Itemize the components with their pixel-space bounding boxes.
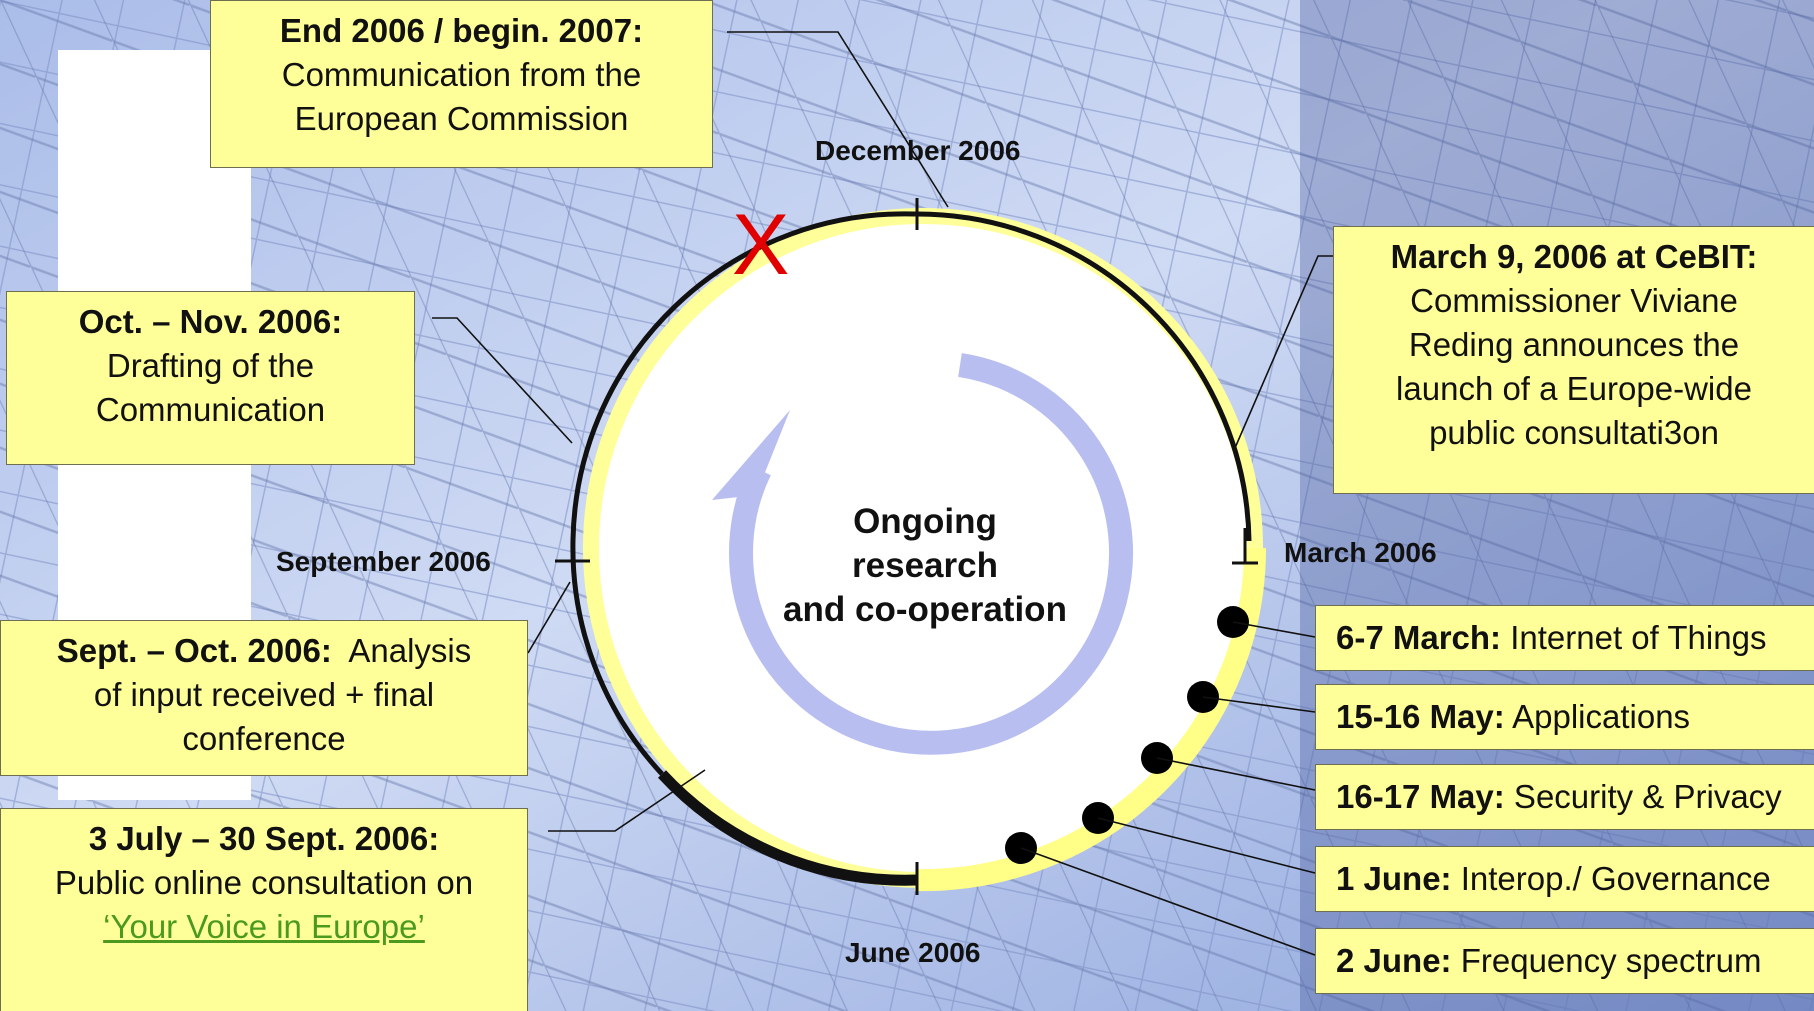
month-label-december: December 2006 <box>815 135 1021 166</box>
connector-end2006 <box>727 31 949 208</box>
box-july-title: 3 July – 30 Sept. 2006: <box>88 820 440 857</box>
connector-octnov <box>432 317 573 444</box>
box-cebit-line2: Commissioner Viviane <box>1410 282 1738 319</box>
arc-september-october <box>570 539 664 776</box>
box-oct-nov-title: Oct. – Nov. 2006: <box>78 303 343 340</box>
box-sept-oct-line3: conference <box>182 720 346 757</box>
connector-event-4 <box>1097 817 1316 874</box>
arc-consultation <box>657 770 918 886</box>
your-voice-in-europe-link[interactable]: ‘Your Voice in Europe’ <box>103 908 425 945</box>
event-2-date: 15-16 May: <box>1336 698 1505 735</box>
box-oct-nov-line3: Communication <box>95 391 326 428</box>
arc-december-september <box>570 211 916 541</box>
event-3-text: Security & Privacy <box>1504 778 1782 815</box>
box-end-2006-line2: Communication from the <box>281 56 642 93</box>
box-cebit-line3: Reding announces the <box>1408 326 1740 363</box>
box-cebit-line5: public consultati3on <box>1429 414 1719 451</box>
connector-septoct <box>527 581 571 654</box>
event-2-text: Applications <box>1504 698 1691 735</box>
box-july-line2: Public online consultation on <box>54 864 474 901</box>
center-line-3: and co-operation <box>783 590 1067 629</box>
center-line-1: Ongoing <box>853 502 997 541</box>
box-sept-oct-title: Sept. – Oct. 2006: <box>56 632 332 669</box>
event-box-2: 15-16 May: Applications <box>1315 684 1814 750</box>
event-box-3: 16-17 May: Security & Privacy <box>1315 764 1814 830</box>
timeline-disc <box>595 220 1251 876</box>
event-5-date: 2 June: <box>1336 942 1452 979</box>
box-end-2006-line3: European Commission <box>294 100 629 137</box>
event-3-date: 16-17 May: <box>1336 778 1505 815</box>
month-label-september: September 2006 <box>276 546 491 577</box>
box-cebit-line4: launch of a Europe-wide <box>1396 370 1752 407</box>
connector-july <box>548 769 706 832</box>
event-4-text: Interop./ Governance <box>1451 860 1771 897</box>
box-sept-oct-line2: of input received + final <box>93 676 435 713</box>
connector-cebit <box>1234 255 1335 449</box>
box-sept-oct-2006: Sept. – Oct. 2006: Analysis of input rec… <box>0 620 528 776</box>
red-x-marker: X <box>732 197 790 293</box>
box-end-2006: End 2006 / begin. 2007: Communication fr… <box>210 0 713 168</box>
arc-march-december <box>914 211 1252 542</box>
box-sept-oct-rest: Analysis <box>331 632 472 669</box>
event-1-text: Internet of Things <box>1501 619 1767 656</box>
event-4-date: 1 June: <box>1336 860 1452 897</box>
cycle-arrow <box>729 353 1133 755</box>
box-end-2006-title: End 2006 / begin. 2007: <box>279 12 644 49</box>
center-line-2: research <box>852 546 998 585</box>
event-5-text: Frequency spectrum <box>1451 942 1762 979</box>
box-cebit-title: March 9, 2006 at CeBIT: <box>1390 238 1758 275</box>
event-1-date: 6-7 March: <box>1336 619 1502 656</box>
box-oct-nov-2006: Oct. – Nov. 2006: Drafting of the Commun… <box>6 291 415 465</box>
center-label: Ongoing research and co-operation <box>760 500 1090 632</box>
connector-event-2 <box>1202 696 1316 713</box>
event-box-4: 1 June: Interop./ Governance <box>1315 846 1814 912</box>
month-label-june: June 2006 <box>845 937 981 968</box>
cycle-arrowhead <box>712 410 790 500</box>
event-box-5: 2 June: Frequency spectrum <box>1315 928 1814 994</box>
event-box-1: 6-7 March: Internet of Things <box>1315 605 1814 671</box>
month-label-march: March 2006 <box>1284 537 1437 568</box>
connector-event-5 <box>1020 847 1316 956</box>
connector-event-3 <box>1156 757 1316 791</box>
box-cebit-2006: March 9, 2006 at CeBIT: Commissioner Viv… <box>1333 226 1814 494</box>
box-oct-nov-line2: Drafting of the <box>106 347 315 384</box>
box-july-sept-2006: 3 July – 30 Sept. 2006: Public online co… <box>0 808 528 1011</box>
connector-event-1 <box>1232 621 1316 638</box>
